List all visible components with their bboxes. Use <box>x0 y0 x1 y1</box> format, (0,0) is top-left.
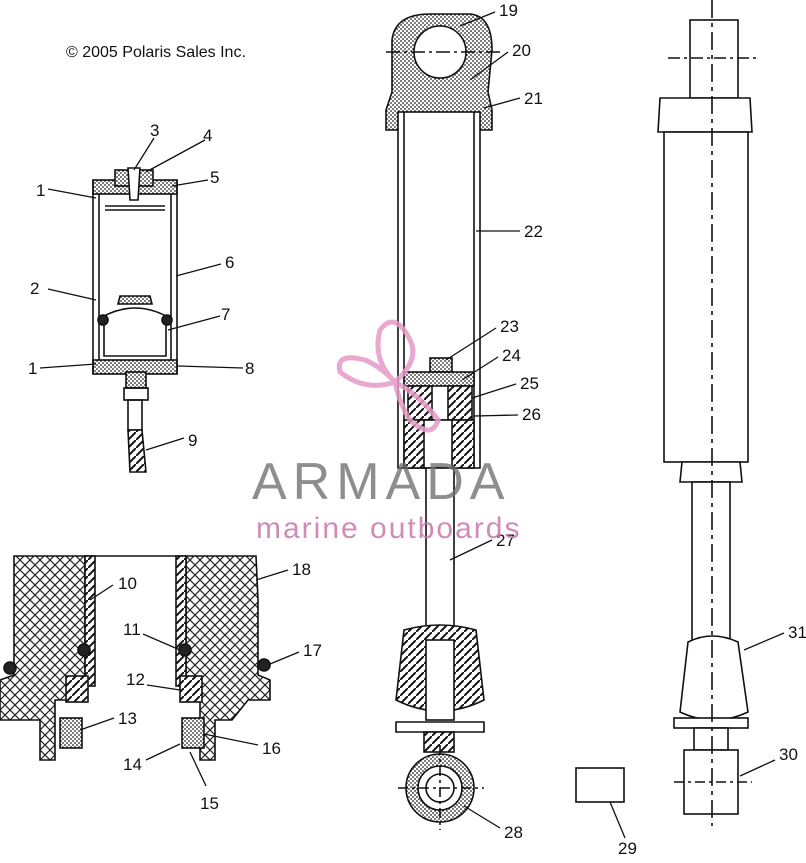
callout-label: 30 <box>779 745 798 764</box>
callout-label: 21 <box>524 89 543 108</box>
callout-label: 6 <box>225 253 234 272</box>
callout-label: 4 <box>203 126 212 145</box>
bushing-section <box>0 555 271 761</box>
callout-label: 1 <box>36 181 45 200</box>
watermark-brand: ARMADA <box>252 453 511 511</box>
shock-exterior <box>657 0 760 826</box>
callout-label: 18 <box>292 560 311 579</box>
callout-label: 11 <box>123 620 141 639</box>
callout-label: 20 <box>512 41 531 60</box>
callout-label: 3 <box>150 121 159 140</box>
callout-label: 27 <box>496 531 515 550</box>
leader-lines <box>39 11 785 839</box>
shock-assembly <box>385 13 500 830</box>
callout-label: 31 <box>788 623 806 642</box>
callout-label: 12 <box>126 670 145 689</box>
callout-label: 25 <box>520 374 539 393</box>
callout-label: 10 <box>118 574 137 593</box>
callout-label: 14 <box>123 755 142 774</box>
callout-label: 26 <box>522 405 541 424</box>
callout-label: 19 <box>499 1 518 20</box>
callout-label: 13 <box>118 709 137 728</box>
callout-label: 24 <box>502 346 521 365</box>
callout-label: 17 <box>303 641 322 660</box>
callout-label: 7 <box>221 305 230 324</box>
copyright-notice: © 2005 Polaris Sales Inc. <box>66 44 246 61</box>
callout-labels: 1 2 3 4 5 6 7 1 8 9 10 11 12 13 14 15 16… <box>28 1 806 858</box>
callout-label: 16 <box>262 739 281 758</box>
spacer-part-29 <box>575 767 625 803</box>
callout-label: 2 <box>30 279 39 298</box>
watermark-tagline: marine outboards <box>256 512 522 545</box>
callout-label: 15 <box>200 794 219 813</box>
callout-label: 9 <box>188 431 197 450</box>
callout-label: 22 <box>524 222 543 241</box>
callout-label: 28 <box>504 823 523 842</box>
callout-label: 29 <box>618 839 637 858</box>
callout-label: 23 <box>500 317 519 336</box>
callout-label: 8 <box>245 359 254 378</box>
callout-label: 1 <box>28 359 37 378</box>
callout-label: 5 <box>210 168 219 187</box>
armada-logo-icon <box>336 319 441 433</box>
reservoir-assembly <box>92 167 178 473</box>
